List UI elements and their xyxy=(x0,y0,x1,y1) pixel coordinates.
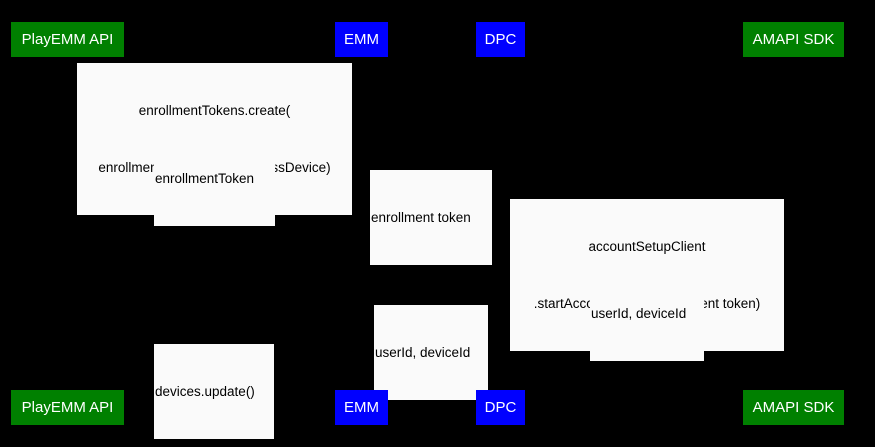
participant-label: PlayEMM API xyxy=(21,31,114,48)
participant-playemm-api-bottom[interactable]: PlayEMM API xyxy=(11,390,124,425)
participant-playemm-api-top[interactable]: PlayEMM API xyxy=(11,22,124,57)
participant-label: EMM xyxy=(344,399,379,416)
message-line-1: enrollmentTokens.create( xyxy=(138,103,291,118)
participant-label: DPC xyxy=(484,31,517,48)
participant-label: PlayEMM API xyxy=(21,399,114,416)
message-line-1: enrollment token xyxy=(371,210,471,225)
participant-emm-bottom[interactable]: EMM xyxy=(335,390,388,425)
message-enrollment-token-to-dpc: enrollment token xyxy=(370,170,492,265)
participant-amapi-sdk-top[interactable]: AMAPI SDK xyxy=(743,22,844,57)
participant-dpc-top[interactable]: DPC xyxy=(476,22,525,57)
message-devices-update: devices.update() xyxy=(154,344,274,439)
lifeline-dpc xyxy=(500,57,501,390)
participant-amapi-sdk-bottom[interactable]: AMAPI SDK xyxy=(743,390,844,425)
participant-emm-top[interactable]: EMM xyxy=(335,22,388,57)
lifeline-playemm-api xyxy=(67,57,68,390)
participant-label: EMM xyxy=(344,31,379,48)
participant-label: AMAPI SDK xyxy=(752,399,835,416)
message-line-1: enrollmentToken xyxy=(155,171,255,186)
message-userid-deviceid-to-emm: userId, deviceId xyxy=(374,305,488,400)
participant-label: AMAPI SDK xyxy=(752,31,835,48)
message-enrollment-token-response: enrollmentToken xyxy=(154,131,275,226)
participant-label: DPC xyxy=(484,399,517,416)
message-line-1: devices.update() xyxy=(155,384,255,399)
message-line-1: userId, deviceId xyxy=(375,345,471,360)
message-userid-deviceid-from-sdk: userId, deviceId xyxy=(590,266,704,361)
message-line-1: accountSetupClient xyxy=(588,239,706,254)
participant-dpc-bottom[interactable]: DPC xyxy=(476,390,525,425)
lifeline-emm xyxy=(361,57,362,390)
message-line-1: userId, deviceId xyxy=(591,306,687,321)
lifeline-amapi-sdk xyxy=(793,57,794,390)
